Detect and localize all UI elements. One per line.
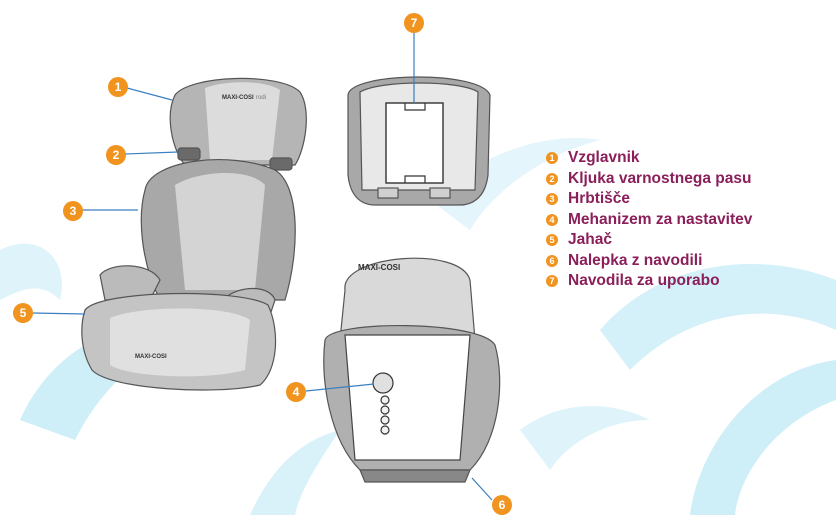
legend-number: 7 (546, 275, 558, 288)
manual-booklet (385, 102, 444, 184)
seat-back-illustration (323, 257, 501, 483)
legend-label: Kljuka varnostnega pasu (568, 169, 752, 187)
callout-badges: 1 2 3 4 5 6 7 (13, 13, 512, 515)
leader-lines (31, 31, 493, 501)
legend-label: Navodila za uporabo (568, 272, 720, 290)
svg-text:2: 2 (113, 148, 120, 162)
parts-legend: 1 Vzglavnik 2 Kljuka varnostnega pasu 3 … (546, 148, 752, 292)
legend-item: 7 Navodila za uporabo (546, 271, 752, 292)
legend-item: 2 Kljuka varnostnega pasu (546, 169, 752, 190)
legend-item: 6 Nalepka z navodili (546, 251, 752, 272)
callout-badge-3 (63, 201, 83, 221)
callout-badge-2 (106, 145, 126, 165)
legend-number: 3 (546, 193, 558, 206)
legend-item: 4 Mehanizem za nastavitev (546, 210, 752, 231)
seat-logo-suffix: rodi (256, 95, 266, 101)
headrest-back-illustration (347, 76, 491, 206)
svg-text:6: 6 (499, 498, 506, 512)
legend-item: 1 Vzglavnik (546, 148, 752, 169)
legend-label: Hrbtišče (568, 190, 631, 208)
seat-assembled-illustration (81, 77, 307, 391)
belt-hook-left (177, 147, 201, 161)
legend-number: 1 (546, 152, 558, 165)
adjustment-dial (372, 372, 394, 394)
legend-number: 6 (546, 254, 558, 267)
legend-label: Mehanizem za nastavitev (568, 210, 753, 228)
legend-label: Jahač (568, 231, 612, 249)
seat-logo-headrest: MAXI-COSI (222, 95, 254, 101)
svg-text:3: 3 (70, 204, 77, 218)
callout-badge-4 (286, 382, 306, 402)
callout-badge-7 (404, 13, 424, 33)
callout-badge-6 (492, 495, 512, 515)
legend-item: 5 Jahač (546, 230, 752, 251)
svg-text:4: 4 (293, 385, 300, 399)
callout-badge-1 (108, 77, 128, 97)
seat-back-logo: MAXI-COSI (358, 263, 400, 272)
svg-text:1: 1 (115, 80, 122, 94)
background-swirls (0, 138, 836, 515)
legend-number: 4 (546, 213, 558, 226)
belt-hook-right (269, 157, 293, 171)
legend-label: Vzglavnik (568, 149, 640, 167)
legend-number: 5 (546, 234, 558, 247)
svg-text:5: 5 (20, 306, 27, 320)
legend-item: 3 Hrbtišče (546, 189, 752, 210)
legend-label: Nalepka z navodili (568, 251, 703, 269)
seat-logo-booster: MAXI-COSI (135, 354, 167, 360)
svg-text:7: 7 (411, 16, 418, 30)
callout-badge-5 (13, 303, 33, 323)
legend-number: 2 (546, 172, 558, 185)
